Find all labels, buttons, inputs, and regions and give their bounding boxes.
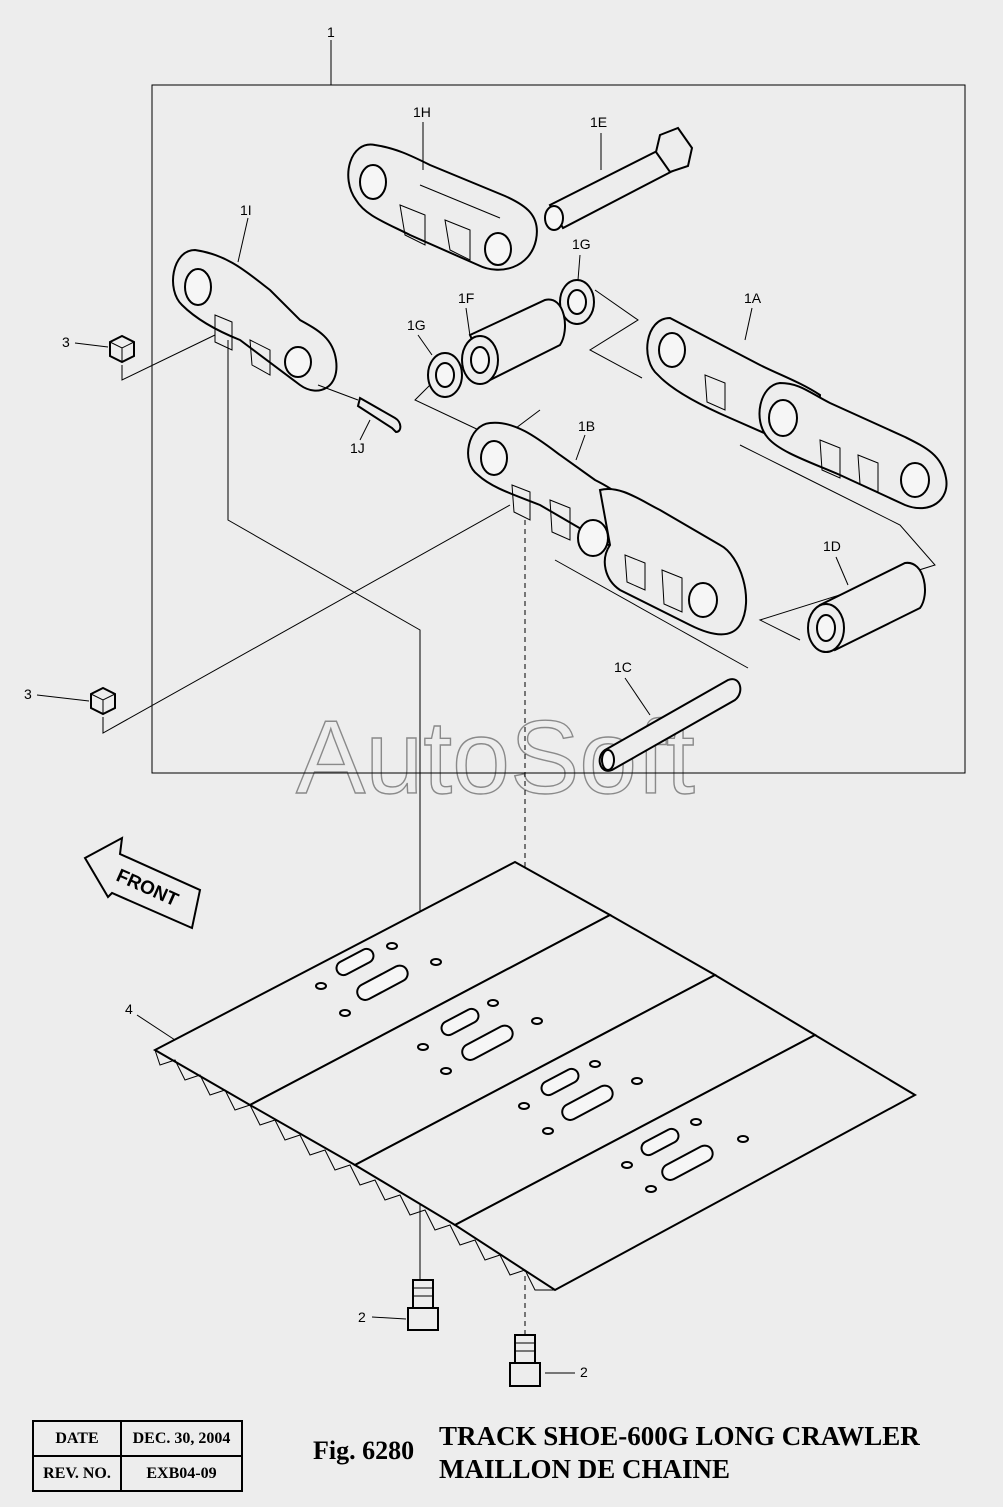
label-1g-left: 1G [407,317,426,333]
leader-1i [237,217,249,263]
label-1c: 1C [614,659,632,675]
leader-1d [835,556,849,586]
seal-1g-left [427,352,463,398]
track-link-1a [646,316,948,510]
bushing-1d [807,561,926,653]
caption-line-2: MAILLON DE CHAINE [439,1454,731,1484]
leader-1a [744,307,753,341]
label-1d: 1D [823,538,841,554]
leader-2-left [371,1316,407,1320]
label-1h: 1H [413,104,431,120]
track-link-1b [467,421,748,636]
pin-1c [598,678,742,772]
label-4: 4 [125,1001,133,1017]
leader-1g-left [417,334,433,356]
leader-1c [624,677,651,716]
nut-3-bottom [90,686,116,716]
front-arrow: FRONT [83,836,202,930]
label-1a: 1A [744,290,762,306]
label-2-left: 2 [358,1309,366,1325]
label-1: 1 [327,24,335,40]
leader-1b [575,434,586,461]
date-value: DEC. 30, 2004 [120,1420,243,1457]
label-1f: 1F [458,290,474,306]
bolt-2-left [407,1279,439,1331]
pin-guide-1c [554,559,749,669]
leader-3-bottom [36,694,90,702]
date-label: DATE [32,1420,122,1457]
seal-guide-top [589,289,643,379]
clip-guide [317,384,359,401]
label-1g-top: 1G [572,236,591,252]
caption-line-1: TRACK SHOE-600G LONG CRAWLER [439,1421,920,1451]
label-1e: 1E [590,114,607,130]
clip-1j [356,396,402,434]
leader-3-top [74,342,109,348]
leader-1g-top [577,254,581,281]
leader-1j [359,419,371,441]
label-3-bottom: 3 [24,686,32,702]
track-link-1i [172,248,338,392]
figure-number: Fig. 6280 [313,1436,415,1465]
label-1j: 1J [350,440,365,456]
label-3-top: 3 [62,334,70,350]
watermark: AutoSoft [296,700,695,816]
bolt-2-right [509,1334,541,1387]
label-1i: 1I [240,202,252,218]
title-block: DATE DEC. 30, 2004 REV. NO. EXB04-09 [32,1420,243,1492]
track-shoe-4 [152,860,918,1292]
leader-4 [136,1014,176,1041]
label-1b: 1B [578,418,595,434]
rev-value: EXB04-09 [120,1455,243,1492]
nut-guide-top [121,334,216,381]
bushing-1f [461,298,566,385]
bushing-guide-1d [739,444,936,641]
track-link-1h [347,143,538,271]
leader-1f [465,307,471,337]
rev-label: REV. NO. [32,1455,122,1492]
nut-guide-bottom [102,504,511,734]
caption: TRACK SHOE-600G LONG CRAWLER MAILLON DE … [439,1420,920,1486]
assembly-boundary [151,84,966,774]
seal-1g-top [559,279,595,325]
nut-3-top [109,334,135,364]
pin-1e [544,126,694,231]
seal-guide-left [414,384,541,441]
label-2-right: 2 [580,1364,588,1380]
